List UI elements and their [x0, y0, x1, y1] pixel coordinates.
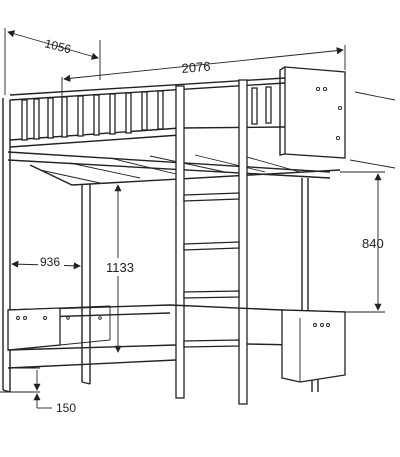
dimension-lower-depth: 936 — [11, 255, 81, 270]
dimension-length-label: 2076 — [181, 59, 211, 76]
deck-slats — [39, 154, 301, 184]
dimension-floor-gap-label: 150 — [56, 401, 76, 415]
guard-rail-slats — [21, 86, 272, 141]
dimension-floor-gap: 150 — [0, 367, 76, 415]
dimension-depth: 1056 — [4, 28, 101, 95]
dimension-clearance: 1133 — [103, 184, 141, 353]
dimension-upper-height: 840 — [340, 91, 396, 313]
dimension-length: 2076 — [61, 45, 346, 120]
dimension-depth-label: 1056 — [43, 36, 73, 56]
ladder-rungs — [183, 192, 240, 348]
dimension-clearance-label: 1133 — [106, 260, 134, 275]
dimension-lower-depth-label: 936 — [40, 255, 60, 269]
dimension-upper-height-label: 840 — [362, 236, 384, 251]
lower-bunk — [2, 304, 346, 393]
